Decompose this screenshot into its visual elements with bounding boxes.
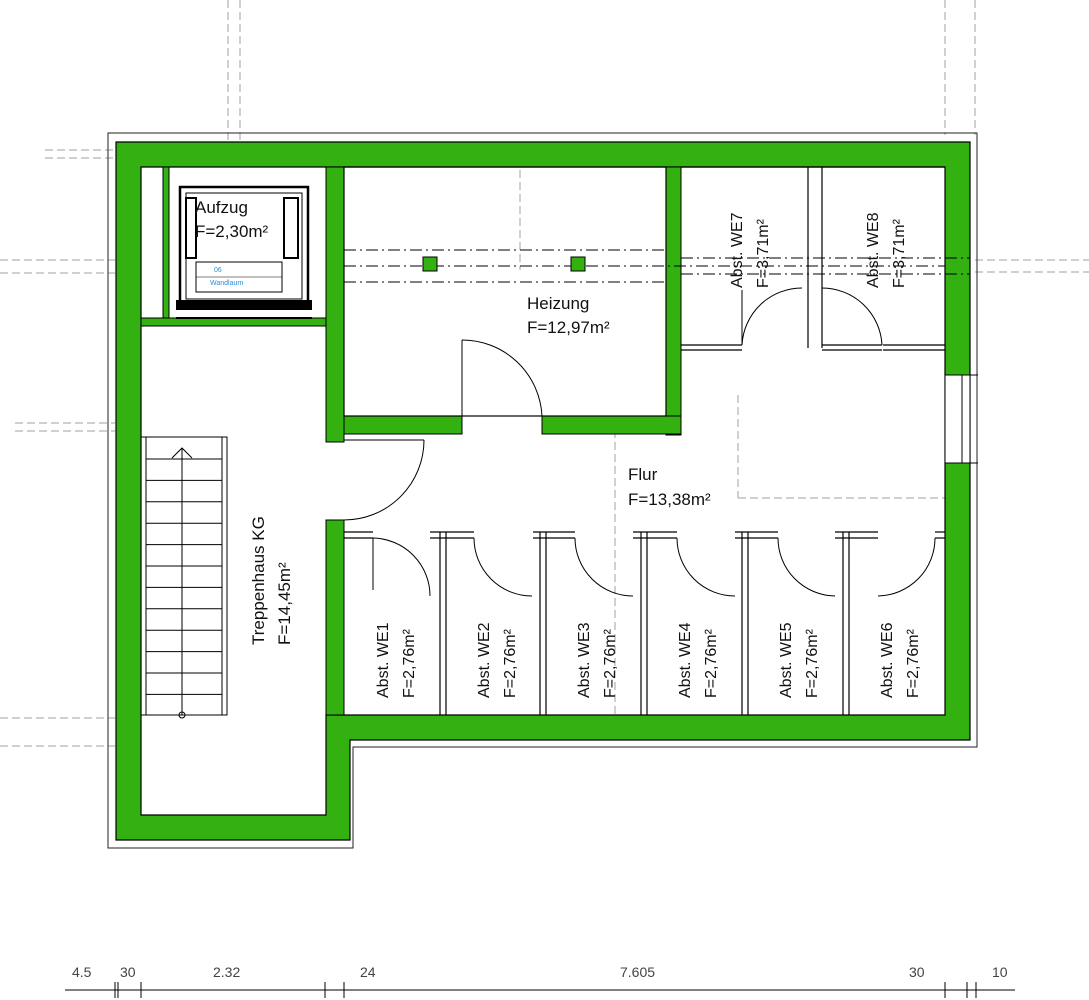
label-aufzug-area: F=2,30m² bbox=[195, 222, 269, 241]
pillar-right bbox=[570, 256, 586, 272]
reference-lines bbox=[0, 0, 1089, 747]
label-we8-area: F=3,71m² bbox=[891, 218, 908, 288]
door-swings bbox=[343, 287, 936, 597]
label-we7-name: Abst. WE7 bbox=[729, 212, 746, 288]
stair-treads bbox=[146, 458, 222, 695]
label-heizung-area: F=12,97m² bbox=[527, 318, 610, 337]
wall-stair-right-lower bbox=[325, 519, 345, 716]
label-we3-name: Abst. WE3 bbox=[576, 622, 593, 698]
dimension-line bbox=[65, 982, 1015, 998]
window-right bbox=[945, 374, 978, 464]
wall-heizung-bottom-left bbox=[343, 415, 463, 435]
dimension-3: 2.32 bbox=[213, 964, 240, 980]
heating-pipes bbox=[344, 249, 970, 283]
label-we4-area: F=2,76m² bbox=[703, 628, 720, 698]
label-we6-area: F=2,76m² bbox=[905, 628, 922, 698]
label-we1-area: F=2,76m² bbox=[401, 628, 418, 698]
wall-heizung-bottom-right bbox=[541, 415, 682, 435]
label-heizung-name: Heizung bbox=[527, 294, 589, 313]
label-we5-area: F=2,76m² bbox=[804, 628, 821, 698]
dimension-4: 24 bbox=[360, 964, 376, 980]
partitions bbox=[343, 166, 945, 715]
wall-lift-bottom bbox=[140, 317, 327, 327]
elevator-panel-label-b: Wandlaum bbox=[210, 280, 243, 287]
outer-outline bbox=[107, 132, 978, 849]
wall-right-window-break bbox=[944, 374, 971, 464]
wall-lift-left bbox=[162, 166, 170, 326]
wall-stair-right bbox=[325, 166, 345, 443]
label-treppenhaus-name: Treppenhaus KG bbox=[249, 516, 268, 645]
dimension-7: 10 bbox=[992, 964, 1008, 980]
label-we3-area: F=2,76m² bbox=[602, 628, 619, 698]
label-we2-area: F=2,76m² bbox=[502, 628, 519, 698]
elevator: 06 Wandlaum bbox=[176, 185, 312, 319]
dimension-1: 4.5 bbox=[72, 964, 92, 980]
wall-heizung-right bbox=[665, 166, 682, 436]
pillar-left bbox=[422, 256, 438, 272]
label-we7-area: F=3,71m² bbox=[755, 218, 772, 288]
label-we2-name: Abst. WE2 bbox=[476, 622, 493, 698]
stair-arrow bbox=[171, 447, 193, 719]
elevator-panel-label-a: 06 bbox=[214, 267, 222, 274]
label-flur-area: F=13,38m² bbox=[628, 490, 711, 509]
interior-walls bbox=[140, 166, 971, 716]
dimension-6: 30 bbox=[909, 964, 925, 980]
staircase bbox=[140, 436, 228, 716]
label-we8-name: Abst. WE8 bbox=[865, 212, 882, 288]
dimension-5: 7.605 bbox=[620, 964, 655, 980]
label-we5-name: Abst. WE5 bbox=[778, 622, 795, 698]
label-treppenhaus-area: F=14,45m² bbox=[275, 562, 294, 645]
label-we6-name: Abst. WE6 bbox=[879, 622, 896, 698]
label-we4-name: Abst. WE4 bbox=[677, 622, 694, 698]
dimension-2: 30 bbox=[120, 964, 136, 980]
label-flur-name: Flur bbox=[628, 465, 658, 484]
label-we1-name: Abst. WE1 bbox=[375, 622, 392, 698]
label-aufzug-name: Aufzug bbox=[195, 198, 248, 217]
